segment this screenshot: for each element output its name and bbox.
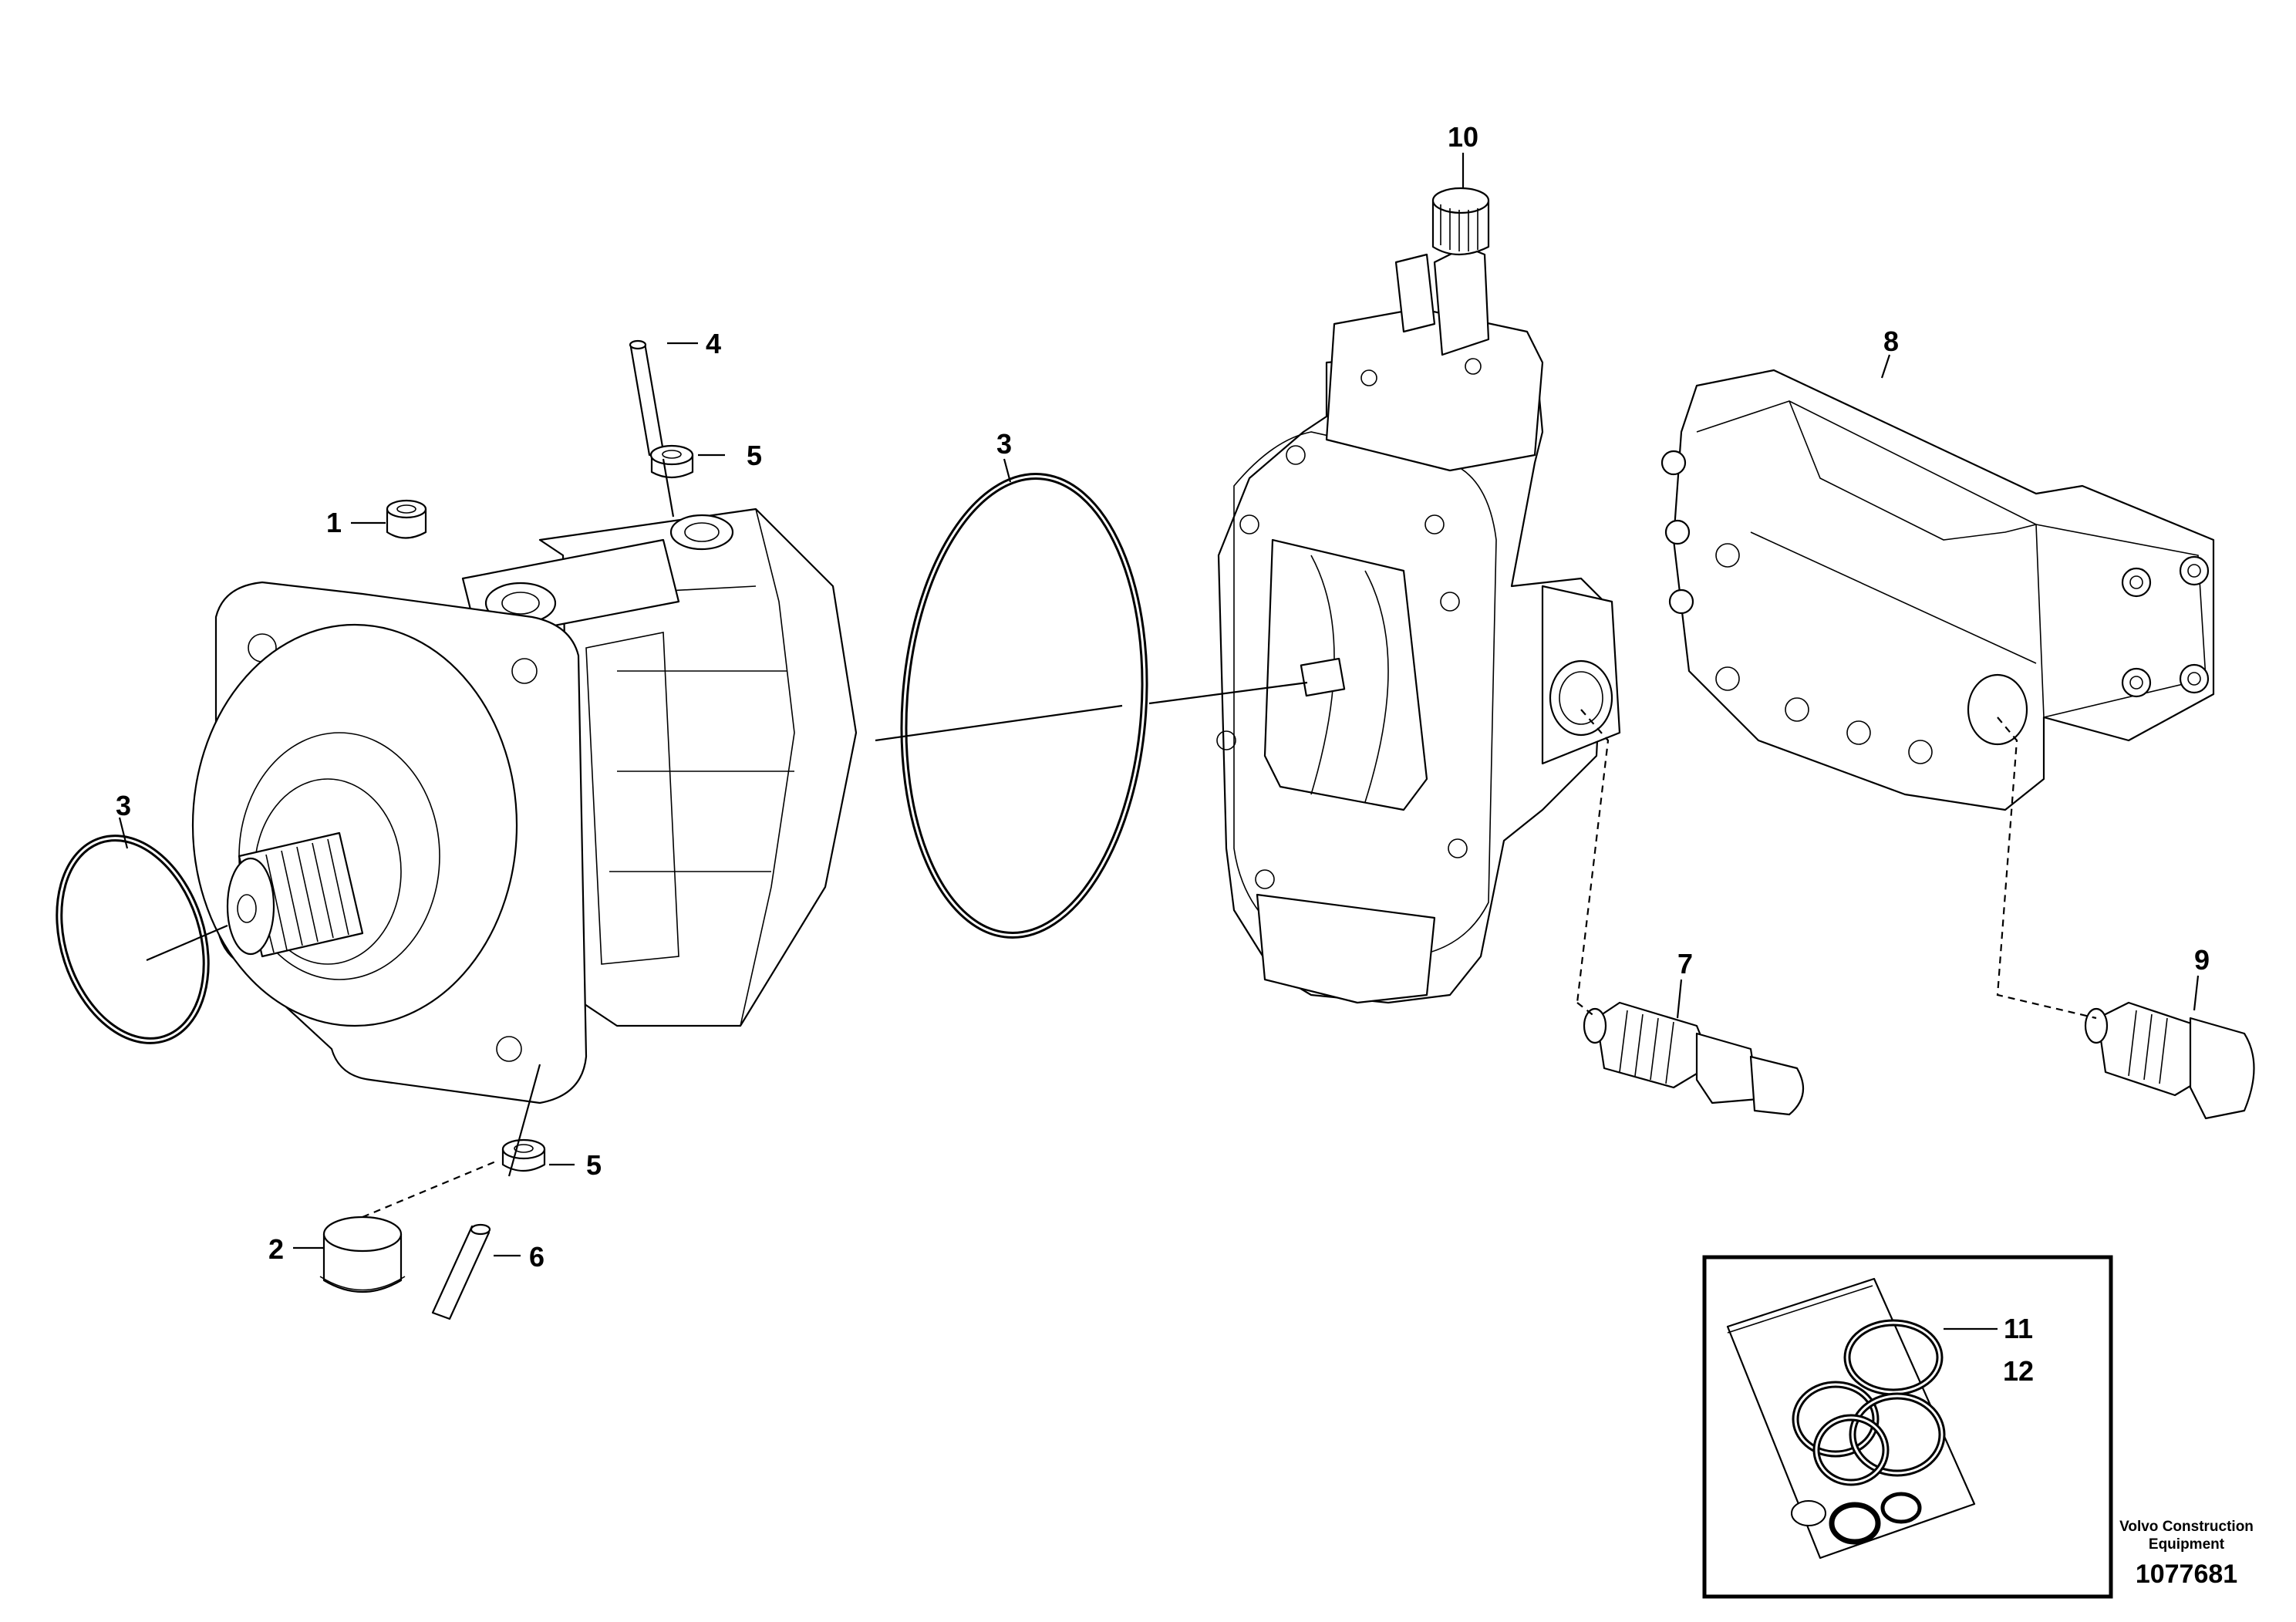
- o-ring-part-3-left[interactable]: [35, 819, 231, 1060]
- regulator-housing[interactable]: [1216, 187, 1621, 1004]
- callout-5-top: 5: [747, 440, 762, 471]
- callout-3-left: 3: [116, 790, 131, 821]
- seal-kit-bag[interactable]: [1726, 1277, 1976, 1560]
- brand-line-2: Equipment: [2149, 1536, 2225, 1553]
- seal-kit-inset: [1702, 1255, 2113, 1599]
- callout-3-center: 3: [996, 428, 1012, 460]
- relief-valve-part-7[interactable]: [1583, 1001, 1805, 1116]
- callout-12: 12: [2003, 1355, 2034, 1387]
- callout-4: 4: [706, 328, 721, 359]
- callout-7: 7: [1677, 948, 1693, 980]
- callout-1: 1: [326, 507, 342, 538]
- nut-part-5-top[interactable]: [649, 444, 694, 479]
- plug-part-1[interactable]: [386, 499, 427, 539]
- callout-9: 9: [2194, 944, 2210, 976]
- brand-line-1: Volvo Construction: [2119, 1519, 2254, 1535]
- o-ring-part-3-center[interactable]: [889, 468, 1160, 943]
- callout-6: 6: [529, 1241, 544, 1273]
- nut-part-5-bottom[interactable]: [501, 1138, 546, 1172]
- valve-block-part-8[interactable]: [1660, 369, 2215, 811]
- cap-part-2[interactable]: [319, 1216, 406, 1293]
- callout-10: 10: [1448, 121, 1478, 153]
- document-number: 1077681: [2136, 1560, 2237, 1589]
- leader-lines: [118, 153, 2200, 1330]
- callout-8: 8: [1883, 325, 1899, 357]
- hydraulic-motor-body[interactable]: [191, 508, 858, 1104]
- pin-part-4[interactable]: [629, 339, 665, 457]
- callout-11: 11: [2004, 1313, 2033, 1344]
- relief-valve-part-9[interactable]: [2084, 1001, 2255, 1120]
- callout-5-bottom: 5: [586, 1149, 602, 1181]
- pin-part-6[interactable]: [431, 1223, 491, 1320]
- callout-2: 2: [268, 1233, 284, 1265]
